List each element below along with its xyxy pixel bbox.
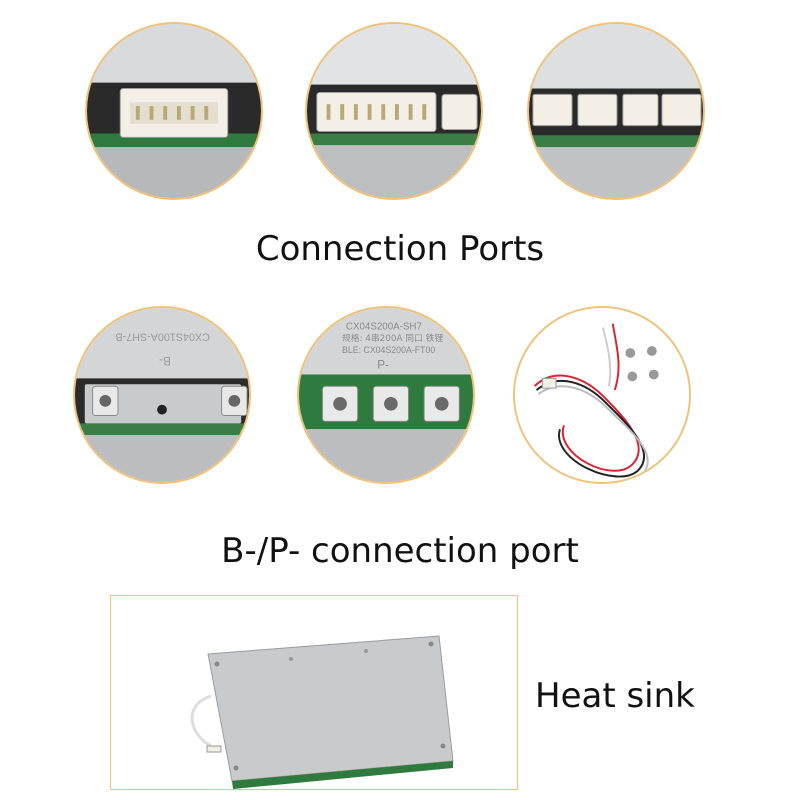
b-minus-port-photo: CX04S100A-SH7-B B-: [73, 306, 251, 484]
bp-port-caption: B-/P- connection port: [221, 531, 579, 571]
heat-sink-caption: Heat sink: [535, 676, 695, 716]
connector-photo-2: [305, 22, 483, 200]
p-minus-port-photo: CX04S200A-SH7 规格: 4串200A 同口 铁锂 BLE: CX04…: [297, 306, 475, 484]
b-board-text: CX04S100A-SH7-B: [115, 330, 209, 342]
p-board-text: CX04S200A-SH7: [346, 322, 422, 333]
connection-ports-caption: Connection Ports: [255, 229, 545, 269]
p-minus-marking: P-: [377, 359, 389, 372]
heat-sink-photo-frame: [110, 595, 518, 790]
p-board-text-2: 规格: 4串200A 同口 铁锂: [342, 332, 443, 344]
p-board-text-3: BLE: CX04S200A-FT00: [342, 345, 435, 355]
b-minus-marking: B-: [159, 354, 171, 367]
connector-photo-1: [85, 22, 263, 200]
connector-photo-3: [527, 22, 705, 200]
cable-accessories-photo: [513, 306, 691, 484]
